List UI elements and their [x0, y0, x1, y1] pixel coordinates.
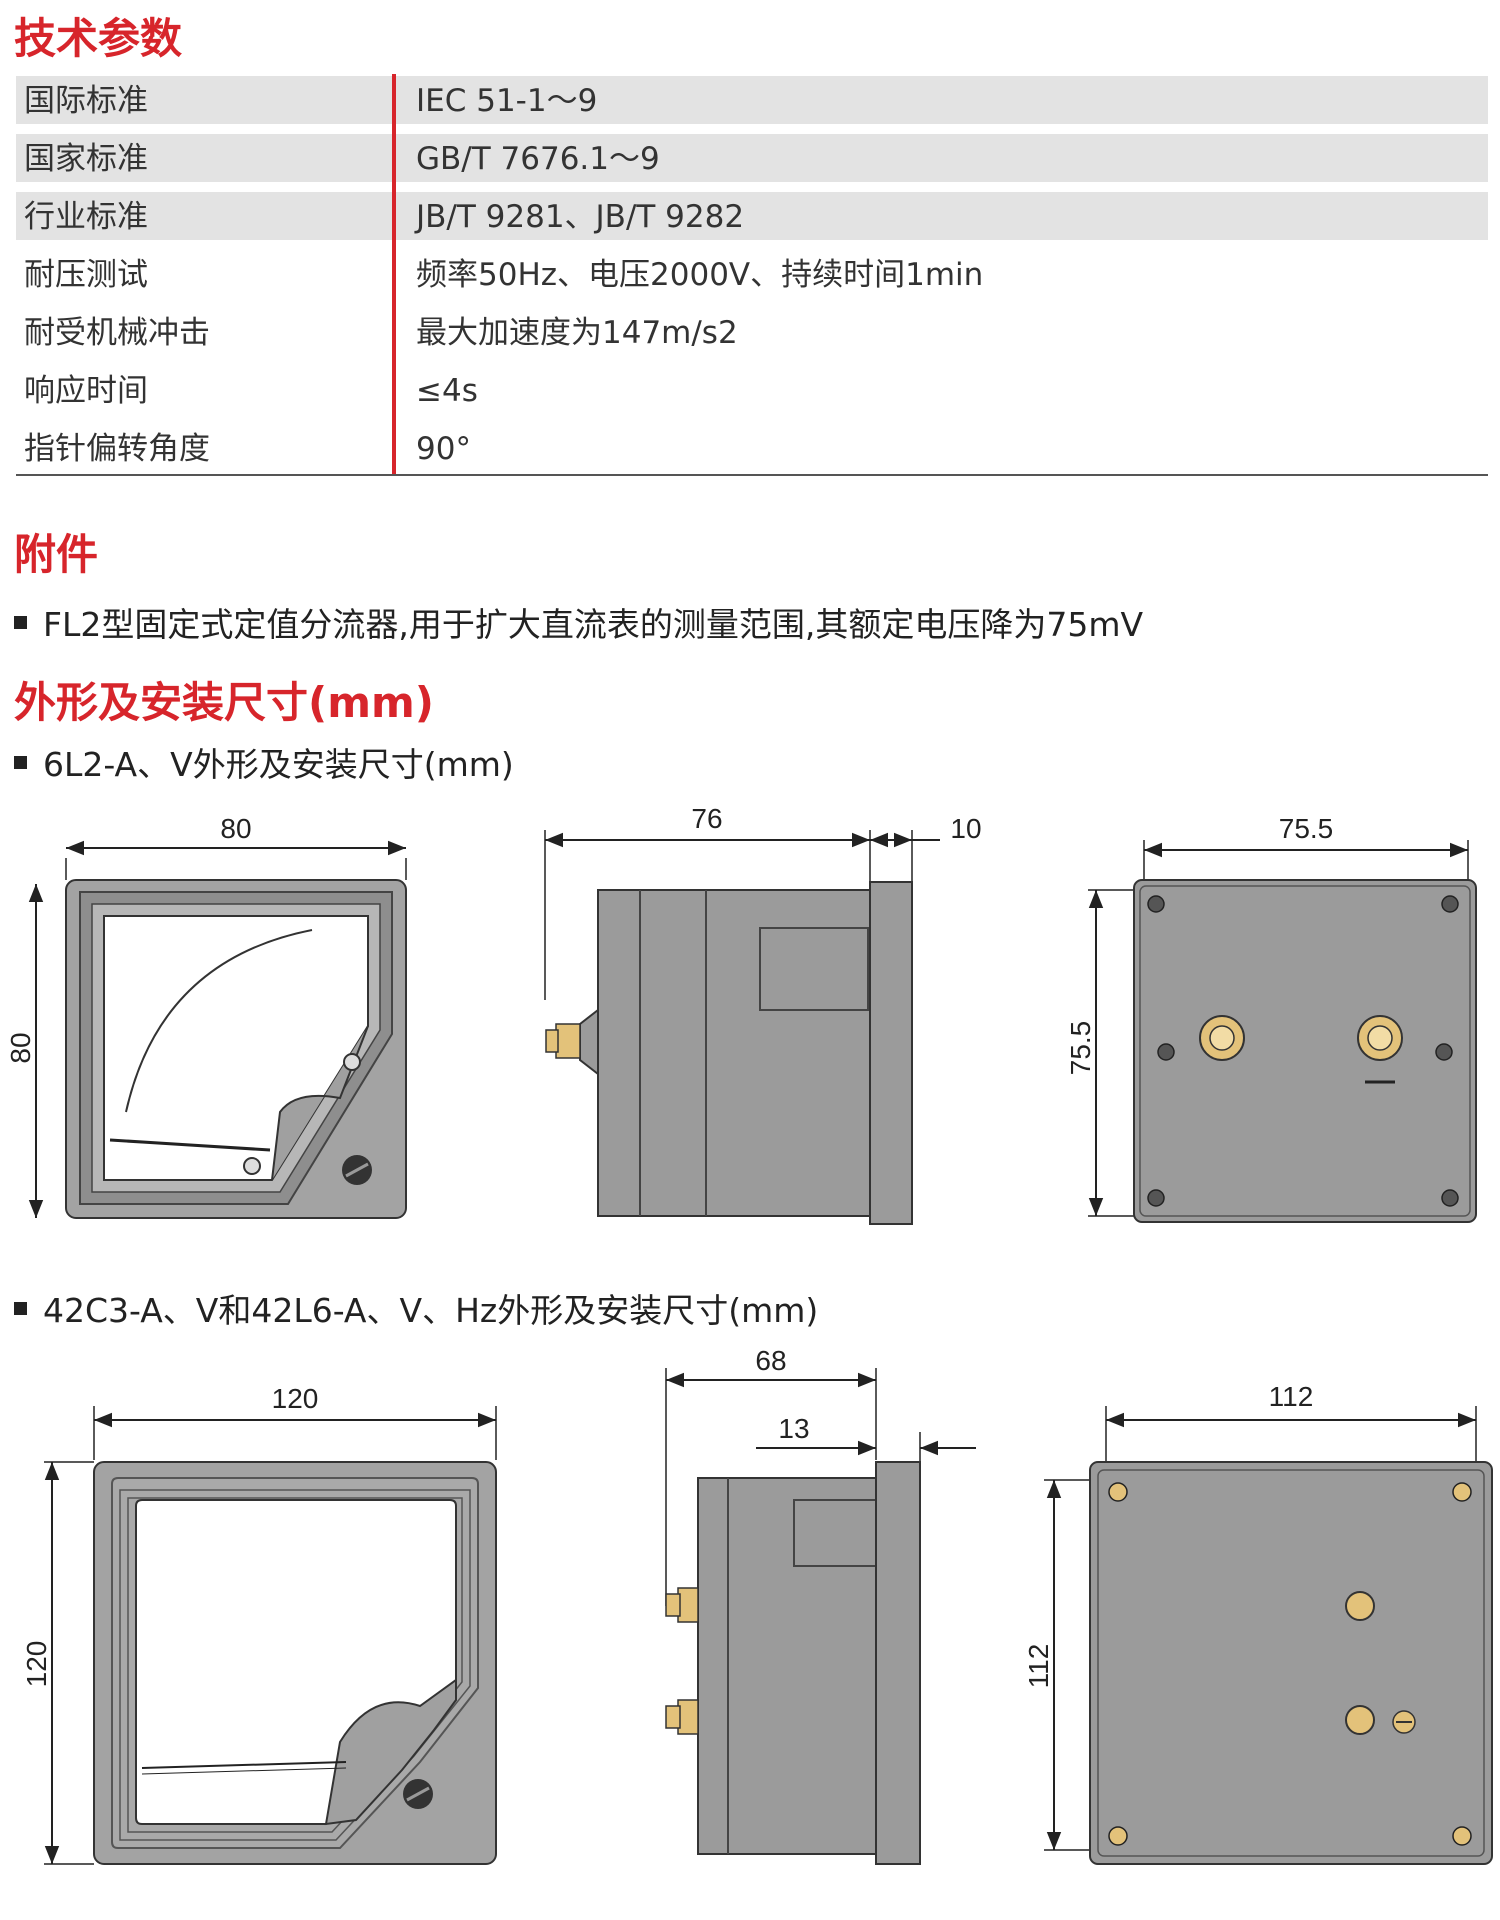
dim-back2-height: 112 — [1023, 1644, 1054, 1689]
dim-back2-width: 112 — [1269, 1381, 1314, 1412]
dim-side-flange: 10 — [950, 813, 981, 844]
bullet-square-icon — [14, 1302, 27, 1315]
spec-value: 90° — [416, 431, 471, 467]
back-view-6l2: 75.5 75.5 — — [1065, 813, 1477, 1223]
spec-row: 行业标准 JB/T 9281、JB/T 9282 — [16, 192, 1488, 240]
front-view-6l2: 80 80 — [5, 813, 407, 1219]
side-view-6l2: 76 10 — [544, 803, 982, 1225]
dim-front2-height: 120 — [21, 1641, 52, 1688]
section-title-accessories: 附件 — [14, 530, 99, 579]
dim-front-width: 80 — [220, 813, 251, 844]
front-view-42c3: 120 120 — [21, 1383, 497, 1865]
spec-value: ≤4s — [416, 373, 478, 409]
spec-row: 国际标准 IEC 51-1～9 — [16, 76, 1488, 124]
spec-row: 响应时间 ≤4s — [16, 366, 1488, 414]
spec-value: GB/T 7676.1～9 — [416, 141, 660, 177]
dim-side2-depth: 68 — [755, 1345, 786, 1376]
spec-value: JB/T 9281、JB/T 9282 — [416, 199, 745, 235]
spec-value: IEC 51-1～9 — [416, 83, 598, 119]
spec-row: 耐压测试 频率50Hz、电压2000V、持续时间1min — [16, 250, 1488, 298]
dim-back-width: 75.5 — [1279, 813, 1334, 844]
table-divider — [392, 74, 396, 476]
spec-row: 耐受机械冲击 最大加速度为147m/s2 — [16, 308, 1488, 356]
polarity-mark: — — [1365, 1064, 1395, 1097]
dim-back-height: 75.5 — [1065, 1021, 1096, 1076]
spec-value: 最大加速度为147m/s2 — [416, 315, 738, 351]
spec-value: 频率50Hz、电压2000V、持续时间1min — [416, 257, 984, 293]
section-title-dimensions: 外形及安装尺寸(mm) — [14, 678, 434, 727]
spec-table: 国际标准 IEC 51-1～9 国家标准 GB/T 7676.1～9 行业标准 … — [16, 76, 1488, 482]
spec-label: 耐压测试 — [24, 257, 148, 293]
spec-label: 国家标准 — [24, 141, 148, 177]
side-view-42c3: 68 13 — [665, 1345, 976, 1865]
caption-text: 6L2-A、V外形及安装尺寸(mm) — [43, 745, 514, 784]
spec-label: 国际标准 — [24, 83, 148, 119]
dim-side-depth: 76 — [691, 803, 722, 834]
accessory-text: FL2型固定式定值分流器,用于扩大直流表的测量范围,其额定电压降为75mV — [43, 605, 1144, 644]
table-bottom-rule — [16, 474, 1488, 476]
bullet-square-icon — [14, 616, 27, 629]
spec-label: 指针偏转角度 — [24, 431, 210, 467]
spec-label: 响应时间 — [24, 373, 148, 409]
caption-group-1: 6L2-A、V外形及安装尺寸(mm) — [14, 746, 514, 784]
back-view-42c3: 112 112 — [1023, 1381, 1493, 1865]
spec-row: 国家标准 GB/T 7676.1～9 — [16, 134, 1488, 182]
spec-label: 耐受机械冲击 — [24, 315, 210, 351]
accessory-item: FL2型固定式定值分流器,用于扩大直流表的测量范围,其额定电压降为75mV — [14, 606, 1143, 644]
caption-text: 42C3-A、V和42L6-A、V、Hz外形及安装尺寸(mm) — [43, 1291, 819, 1330]
dim-front2-width: 120 — [272, 1383, 319, 1414]
dim-front-height: 80 — [5, 1032, 36, 1063]
spec-row: 指针偏转角度 90° — [16, 424, 1488, 472]
spec-label: 行业标准 — [24, 199, 148, 235]
caption-group-2: 42C3-A、V和42L6-A、V、Hz外形及安装尺寸(mm) — [14, 1292, 818, 1330]
dim-side2-flange: 13 — [778, 1413, 809, 1444]
section-title-tech-params: 技术参数 — [14, 14, 183, 63]
bullet-square-icon — [14, 756, 27, 769]
